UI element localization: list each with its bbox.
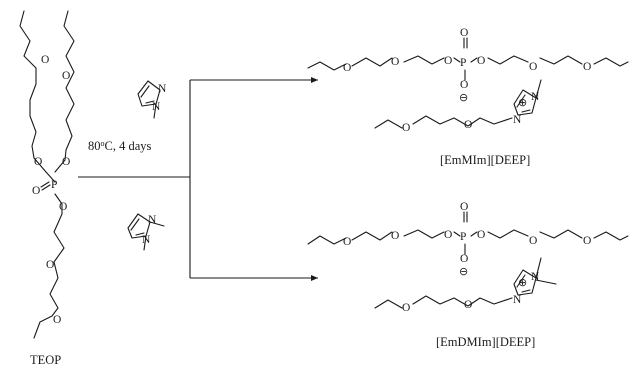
p2-right-chain-c bbox=[593, 231, 629, 241]
product-2-cation: N ⊕ N O O [EmDMIm][DEEP] bbox=[374, 257, 557, 349]
p2-right-chain-a bbox=[487, 229, 529, 239]
p2-cation-o-2: O bbox=[464, 299, 472, 311]
p1-left-chain-c bbox=[403, 55, 445, 65]
p1-o-1: O bbox=[343, 62, 351, 74]
teop-label: TEOP bbox=[30, 353, 61, 367]
p1-n-bottom: N bbox=[513, 114, 522, 126]
p2-right-chain-b bbox=[539, 229, 583, 239]
product-1-anion: O O O O P O O ⊖ O O bbox=[307, 27, 629, 104]
p2-minus-charge: ⊖ bbox=[459, 265, 468, 278]
teop-p-atom: P bbox=[51, 179, 57, 191]
teop-o-ester-left: O bbox=[34, 156, 42, 168]
p2-o-1: O bbox=[343, 236, 351, 248]
teop-left-upper-chain bbox=[19, 10, 56, 183]
p2-n-bottom: N bbox=[513, 294, 522, 306]
p2-o-6: O bbox=[583, 235, 591, 247]
p1-n-top: N bbox=[531, 91, 540, 103]
dmim-n-top: N bbox=[148, 214, 157, 226]
p2-o-5: O bbox=[529, 235, 537, 247]
p1-o-minus: O bbox=[460, 79, 468, 91]
p2-o-minus: O bbox=[460, 253, 468, 265]
teop-o-lower-1: O bbox=[46, 259, 54, 271]
p2-cation-o-1: O bbox=[402, 302, 410, 314]
product-1-cation: N ⊕ N O O [EmMIm][DEEP] bbox=[374, 79, 542, 167]
p1-plus-charge: ⊕ bbox=[518, 96, 527, 109]
p2-left-chain-b bbox=[351, 231, 393, 241]
p1-cation-o-1: O bbox=[402, 122, 410, 134]
p2-o-double: O bbox=[460, 201, 468, 213]
p1-right-chain-c bbox=[593, 57, 629, 67]
teop-o-upper-right: O bbox=[62, 70, 70, 82]
dmim-n-bottom: N bbox=[142, 234, 151, 246]
mim-n-bottom: N bbox=[152, 101, 161, 113]
product-2-anion: O O O O P O O ⊖ O O bbox=[307, 201, 629, 278]
teop-o-lower-2: O bbox=[53, 314, 61, 326]
p1-cation-chain-b bbox=[412, 115, 513, 127]
p2-o-3: O bbox=[444, 229, 452, 241]
p2-cation-chain-b bbox=[412, 295, 513, 307]
p1-o-6: O bbox=[583, 61, 591, 73]
p1-cation-chain-a bbox=[374, 119, 403, 129]
p1-o-5: O bbox=[529, 61, 537, 73]
dimethylimidazole: N N bbox=[127, 213, 165, 251]
p2-cation-chain-a bbox=[374, 299, 403, 309]
p2-n-top: N bbox=[531, 271, 540, 283]
p2-plus-charge: ⊕ bbox=[518, 276, 527, 289]
p1-right-chain-b bbox=[539, 55, 583, 65]
p2-o-2: O bbox=[391, 230, 399, 242]
mim-n-top: N bbox=[158, 83, 167, 95]
p1-left-chain-b bbox=[351, 57, 393, 67]
product-1-label: [EmMIm][DEEP] bbox=[440, 153, 530, 167]
p1-p-atom: P bbox=[460, 57, 466, 69]
teop-o-ester-lower: O bbox=[59, 201, 67, 213]
p2-o-4: O bbox=[477, 229, 485, 241]
teop-po-bond-2 bbox=[41, 184, 51, 191]
teop-molecule: O O O O P O O O O TEOP bbox=[19, 10, 75, 367]
p1-o-4: O bbox=[477, 55, 485, 67]
teop-po-bond-1 bbox=[40, 181, 50, 188]
teop-o-upper-left: O bbox=[41, 54, 49, 66]
p1-minus-charge: ⊖ bbox=[459, 91, 468, 104]
teop-o-double: O bbox=[32, 185, 40, 197]
p2-p-atom: P bbox=[460, 231, 466, 243]
teop-lower-chain bbox=[33, 193, 65, 339]
p1-cation-o-2: O bbox=[464, 119, 472, 131]
n-methylimidazole: N N bbox=[137, 80, 167, 119]
product-2-label: [EmDMIm][DEEP] bbox=[436, 335, 535, 349]
p1-o-3: O bbox=[444, 55, 452, 67]
reaction-conditions: 80oC, 4 days bbox=[88, 139, 152, 153]
p2-left-chain-a bbox=[307, 235, 347, 245]
p1-right-chain-a bbox=[487, 55, 529, 65]
p1-o-2: O bbox=[391, 56, 399, 68]
p1-o-double: O bbox=[460, 27, 468, 39]
p1-left-chain-a bbox=[307, 61, 347, 71]
p2-left-chain-c bbox=[403, 229, 445, 239]
teop-right-upper-chain bbox=[54, 10, 75, 173]
teop-o-ester-right: O bbox=[62, 156, 70, 168]
